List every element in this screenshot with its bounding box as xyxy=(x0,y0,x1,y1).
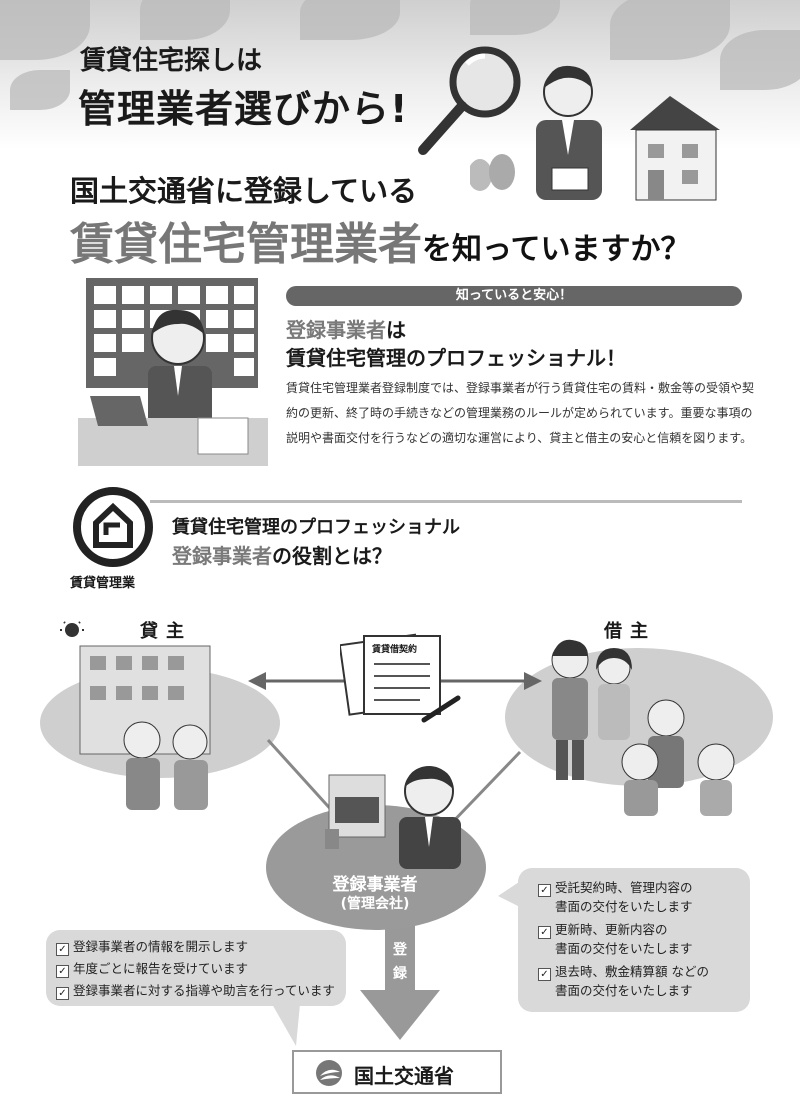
ministry-name: 国土交通省 xyxy=(354,1064,454,1088)
ministry-box: 国土交通省 xyxy=(292,1050,502,1094)
checkbox-icon: ✓ xyxy=(538,884,551,897)
business-duties-list: ✓受託契約時、管理内容の 書面の交付をいたします ✓更新時、更新内容の 書面の交… xyxy=(518,868,750,1000)
ministry-logo-icon xyxy=(316,1060,342,1086)
checkbox-icon: ✓ xyxy=(56,943,69,956)
checkbox-icon: ✓ xyxy=(56,965,69,978)
list-item: ✓受託契約時、管理内容の xyxy=(538,878,750,897)
section2-title-2: 登録事業者の役割とは？ xyxy=(172,540,392,569)
landlord-label: 貸主 xyxy=(140,621,192,642)
list-item: ✓登録事業者の情報を開示します xyxy=(56,936,346,958)
landlord-illustration xyxy=(60,621,211,810)
ministry-duties-bubble: ✓登録事業者の情報を開示します ✓年度ごとに報告を受けています ✓登録事業者に対… xyxy=(46,930,346,1006)
magnifier-icon xyxy=(418,46,521,155)
business-duties-bubble: ✓受託契約時、管理内容の 書面の交付をいたします ✓更新時、更新内容の 書面の交… xyxy=(518,868,750,1012)
logo-caption: 賃貸管理業 xyxy=(70,576,136,591)
section1-title-rest: は xyxy=(386,318,406,342)
question-rest: を知っていますか？ xyxy=(422,232,691,267)
hero-line-1: 賃貸住宅探しは xyxy=(80,46,263,76)
agent-house-illustration xyxy=(470,65,720,201)
checkbox-icon: ✓ xyxy=(538,968,551,981)
section1-title-2: 賃貸住宅管理のプロフェッショナル！ xyxy=(286,346,626,370)
bubble-pointer xyxy=(498,880,522,908)
hero-line-2: 管理業者選びから! xyxy=(78,87,409,131)
ministry-duties-list: ✓登録事業者の情報を開示します ✓年度ごとに報告を受けています ✓登録事業者に対… xyxy=(46,930,346,1002)
question-line-2: 賃貸住宅管理業者を知っていますか？ xyxy=(70,208,691,272)
section2-title-highlight: 登録事業者 xyxy=(172,544,272,568)
register-label-1: 登 xyxy=(393,942,407,958)
section1-body: 賃貸住宅管理業者登録制度では、登録事業者が行う賃貸住宅の賃料・敷金等の受領や契約… xyxy=(286,381,755,445)
list-item: ✓退去時、敷金精算額 などの xyxy=(538,962,750,981)
checkbox-icon: ✓ xyxy=(56,987,69,1000)
question-highlight: 賃貸住宅管理業者 xyxy=(70,219,422,270)
tenant-family-illustration xyxy=(551,639,735,816)
list-item: ✓更新時、更新内容の xyxy=(538,920,750,939)
question-line-1: 国土交通省に登録している xyxy=(70,174,418,208)
contract-document-icon xyxy=(340,633,461,723)
register-label-2: 録 xyxy=(393,966,407,982)
section1-title-1: 登録事業者は xyxy=(286,314,406,343)
tenant-label: 借主 xyxy=(604,621,656,642)
divider xyxy=(150,500,742,503)
leaf-background xyxy=(0,0,800,150)
business-operator-illustration xyxy=(325,766,461,869)
section1-title-highlight: 登録事業者 xyxy=(286,318,386,342)
list-item-continued: 書面の交付をいたします xyxy=(555,983,693,998)
section2-title-rest: の役割とは？ xyxy=(272,544,392,568)
rental-management-logo-icon xyxy=(73,487,153,567)
contract-document-label: 賃貸借契約 xyxy=(372,645,418,655)
list-item-continued: 書面の交付をいたします xyxy=(555,899,693,914)
bubble-pointer xyxy=(272,1004,300,1046)
info-pill: 知っていると安心！ xyxy=(286,286,742,306)
section2-title-1: 賃貸住宅管理のプロフェッショナル xyxy=(172,517,460,538)
business-name: 登録事業者 xyxy=(332,875,418,895)
business-subtitle: (管理会社) xyxy=(340,896,410,912)
list-item-continued: 書面の交付をいたします xyxy=(555,941,693,956)
checkbox-icon: ✓ xyxy=(538,926,551,939)
list-item: ✓年度ごとに報告を受けています xyxy=(56,958,346,980)
office-worker-illustration xyxy=(78,278,268,466)
list-item: ✓登録事業者に対する指導や助言を行っています xyxy=(56,980,346,1002)
